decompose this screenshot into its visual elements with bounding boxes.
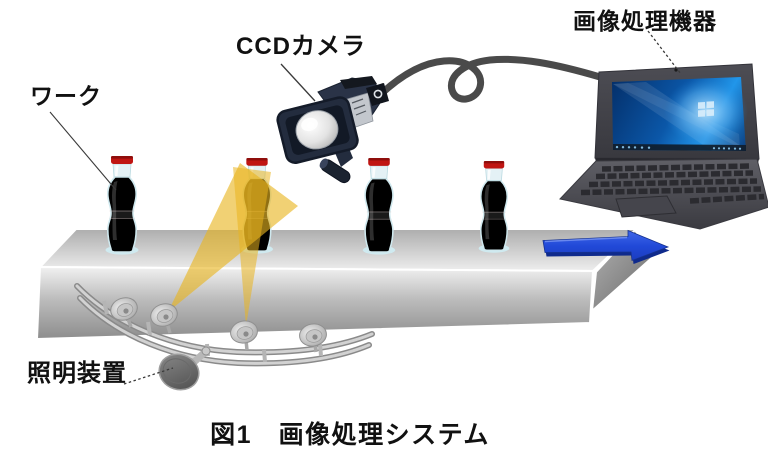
ccd-camera-label: CCDカメラ (236, 33, 366, 60)
taskbar-icons (615, 145, 742, 150)
conveyor-front-face (35, 265, 595, 341)
lighting-rig (74, 283, 375, 391)
lamp-2 (150, 303, 178, 334)
leader-lines (49, 30, 682, 385)
lamp-3 (230, 320, 258, 351)
conveyor-direction-arrow-icon (542, 229, 670, 264)
light-beams (168, 163, 298, 326)
camera-handle (340, 76, 377, 89)
rig-rail-lower (78, 296, 371, 365)
camera-lens-hood (276, 96, 359, 165)
processor-leader-line (647, 30, 682, 75)
lighting-leader-line (123, 367, 174, 385)
light-beam-right (233, 167, 271, 326)
workpiece-bottle-1 (104, 155, 140, 256)
work-leader-line (49, 111, 117, 191)
ccd-camera-illustration (276, 76, 389, 184)
lamp-1 (110, 297, 138, 328)
lighting-device-label: 照明装置 (27, 360, 127, 387)
workpiece-bottle-4 (477, 160, 511, 254)
panel-markings (351, 98, 367, 116)
camera-rear-block (366, 83, 389, 106)
work-label: ワーク (30, 83, 102, 109)
laptop-keyboard (580, 163, 765, 204)
laptop-touchpad (615, 195, 677, 218)
windows-logo-icon (698, 101, 714, 117)
workpiece-bottle-3 (362, 157, 396, 256)
screen-glow (664, 77, 748, 147)
lamp-4 (299, 323, 327, 353)
camera-logo-mark (373, 89, 383, 99)
camera-cable (376, 55, 604, 103)
camera-leader-line (280, 63, 316, 102)
taskbar (613, 144, 746, 151)
figure-caption: 図1 画像処理システム (210, 421, 490, 449)
lamp-head-front (158, 346, 211, 391)
image-processor-label: 画像処理機器 (573, 8, 717, 34)
arrow-face (542, 229, 670, 262)
laptop-illustration (559, 63, 768, 230)
webcam-icon (674, 68, 678, 72)
viewfinder-tube (319, 158, 351, 184)
